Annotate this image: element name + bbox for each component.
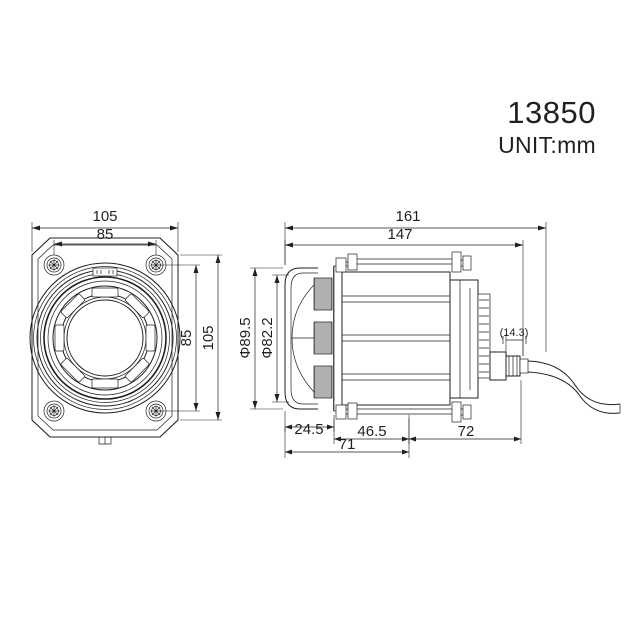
ring-bezel-inner xyxy=(47,280,163,396)
ring-vent-outer xyxy=(52,285,158,391)
rear-end-plate-ribs xyxy=(479,299,489,373)
cable-lower-edge xyxy=(527,371,621,414)
dim-side-lens-inner-diameter: Φ82.2 xyxy=(259,274,289,403)
rear-housing-detail xyxy=(459,280,471,398)
dim-label-front-bolt-pitch-width: 85 xyxy=(97,226,114,243)
lens-aperture xyxy=(66,299,144,377)
dim-label-side-gland-width: (14.3) xyxy=(500,327,529,339)
dim-front-bolt-pitch-height: 85 xyxy=(160,264,200,412)
corner-screw-top-left xyxy=(43,254,65,276)
bracket-top-post-front xyxy=(335,257,347,273)
vent-segment xyxy=(125,293,150,318)
rear-end-plate xyxy=(477,293,491,379)
dim-side-front-section: 71 xyxy=(284,427,410,458)
dim-side-lens-outer-diameter: Φ89.5 xyxy=(237,267,283,410)
vent-segment xyxy=(125,358,150,383)
dim-label-side-lens-outer-diameter: Φ89.5 xyxy=(237,317,254,358)
bracket-bottom xyxy=(335,401,472,423)
bracket-top-post-rear xyxy=(462,255,472,271)
bracket-top-detail-rear xyxy=(461,259,463,267)
flange-inner-edge xyxy=(37,244,173,431)
lens-retaining-ring xyxy=(313,277,333,399)
flange-plate xyxy=(333,265,343,412)
front-view: 105 85 85 xyxy=(29,208,222,445)
bracket-top-detail-front xyxy=(346,261,348,267)
bracket-bottom-post-rear xyxy=(462,404,472,420)
dim-label-side-rear-section: 72 xyxy=(458,423,475,440)
heatsink-fin-lines xyxy=(342,295,450,381)
dim-front-bolt-pitch-width: 85 xyxy=(53,226,157,255)
gland-base xyxy=(489,351,507,381)
ring-outer-2 xyxy=(33,266,177,410)
bracket-bottom-detail-rear xyxy=(461,408,463,416)
dim-label-side-front-section: 71 xyxy=(339,436,356,453)
bracket-bottom-rod xyxy=(357,408,452,415)
bracket-top xyxy=(335,251,472,273)
top-tab xyxy=(92,267,118,277)
vent-segment xyxy=(60,293,85,318)
part-number: 13850 xyxy=(507,95,596,130)
vent-segment xyxy=(91,378,119,389)
dim-side-lens-protrusion: 24.5 xyxy=(284,411,335,438)
dim-label-side-overall-length: 161 xyxy=(395,208,420,225)
top-tab-body xyxy=(92,267,118,277)
bracket-bottom-post-front xyxy=(335,404,347,420)
bracket-top-rod xyxy=(357,258,452,265)
bracket-bottom-detail-front xyxy=(346,408,348,415)
cable-gland xyxy=(489,351,529,381)
dim-front-overall-width: 105 xyxy=(31,208,179,252)
lens-inner-profile xyxy=(290,272,318,405)
dim-side-gland-width: (14.3) xyxy=(500,327,529,356)
side-view: 161 147 Φ89.5 xyxy=(237,208,621,458)
corner-screw-bottom-left xyxy=(43,400,65,422)
dim-label-side-lens-protrusion: 24.5 xyxy=(294,421,323,438)
dim-label-front-bolt-pitch-height: 85 xyxy=(178,330,195,347)
dim-label-side-flange-to-body: 46.5 xyxy=(357,423,386,440)
exit-cable xyxy=(527,360,621,414)
bottom-locating-tab xyxy=(98,437,112,445)
vent-segment xyxy=(54,324,65,352)
dim-side-rear-section: 72 xyxy=(408,380,522,444)
ring-outer-1 xyxy=(29,262,181,414)
ring-bezel xyxy=(43,276,167,400)
lens-outer-profile xyxy=(284,267,318,410)
vent-segments xyxy=(54,287,156,389)
dim-front-overall-height: 105 xyxy=(180,254,222,421)
ring-lens-rim xyxy=(63,296,147,380)
dim-label-side-body-length: 147 xyxy=(387,226,412,243)
rear-housing xyxy=(449,279,479,399)
bracket-bottom-nut-rear xyxy=(451,401,462,423)
top-tab-detail xyxy=(96,270,114,274)
heatsink-body xyxy=(341,271,451,406)
chamfer-lines xyxy=(31,237,179,438)
gland-tip xyxy=(519,358,529,374)
bracket-top-nut-rear xyxy=(451,251,462,273)
hatch-lines xyxy=(314,278,332,398)
gland-threads xyxy=(508,356,518,376)
bracket-top-nut-front xyxy=(347,253,358,271)
unit-label: UNIT:mm xyxy=(498,131,596,158)
title-block: 13850 UNIT:mm xyxy=(498,95,596,158)
dim-label-front-overall-height: 105 xyxy=(200,325,217,350)
vent-segment xyxy=(60,358,85,383)
dim-label-front-overall-width: 105 xyxy=(92,208,117,225)
vent-segment xyxy=(91,287,119,298)
bracket-bottom-nut-front xyxy=(347,402,358,420)
vent-segment xyxy=(145,324,156,352)
cable-upper-edge xyxy=(527,360,621,406)
dim-label-side-lens-inner-diameter: Φ82.2 xyxy=(259,317,276,358)
